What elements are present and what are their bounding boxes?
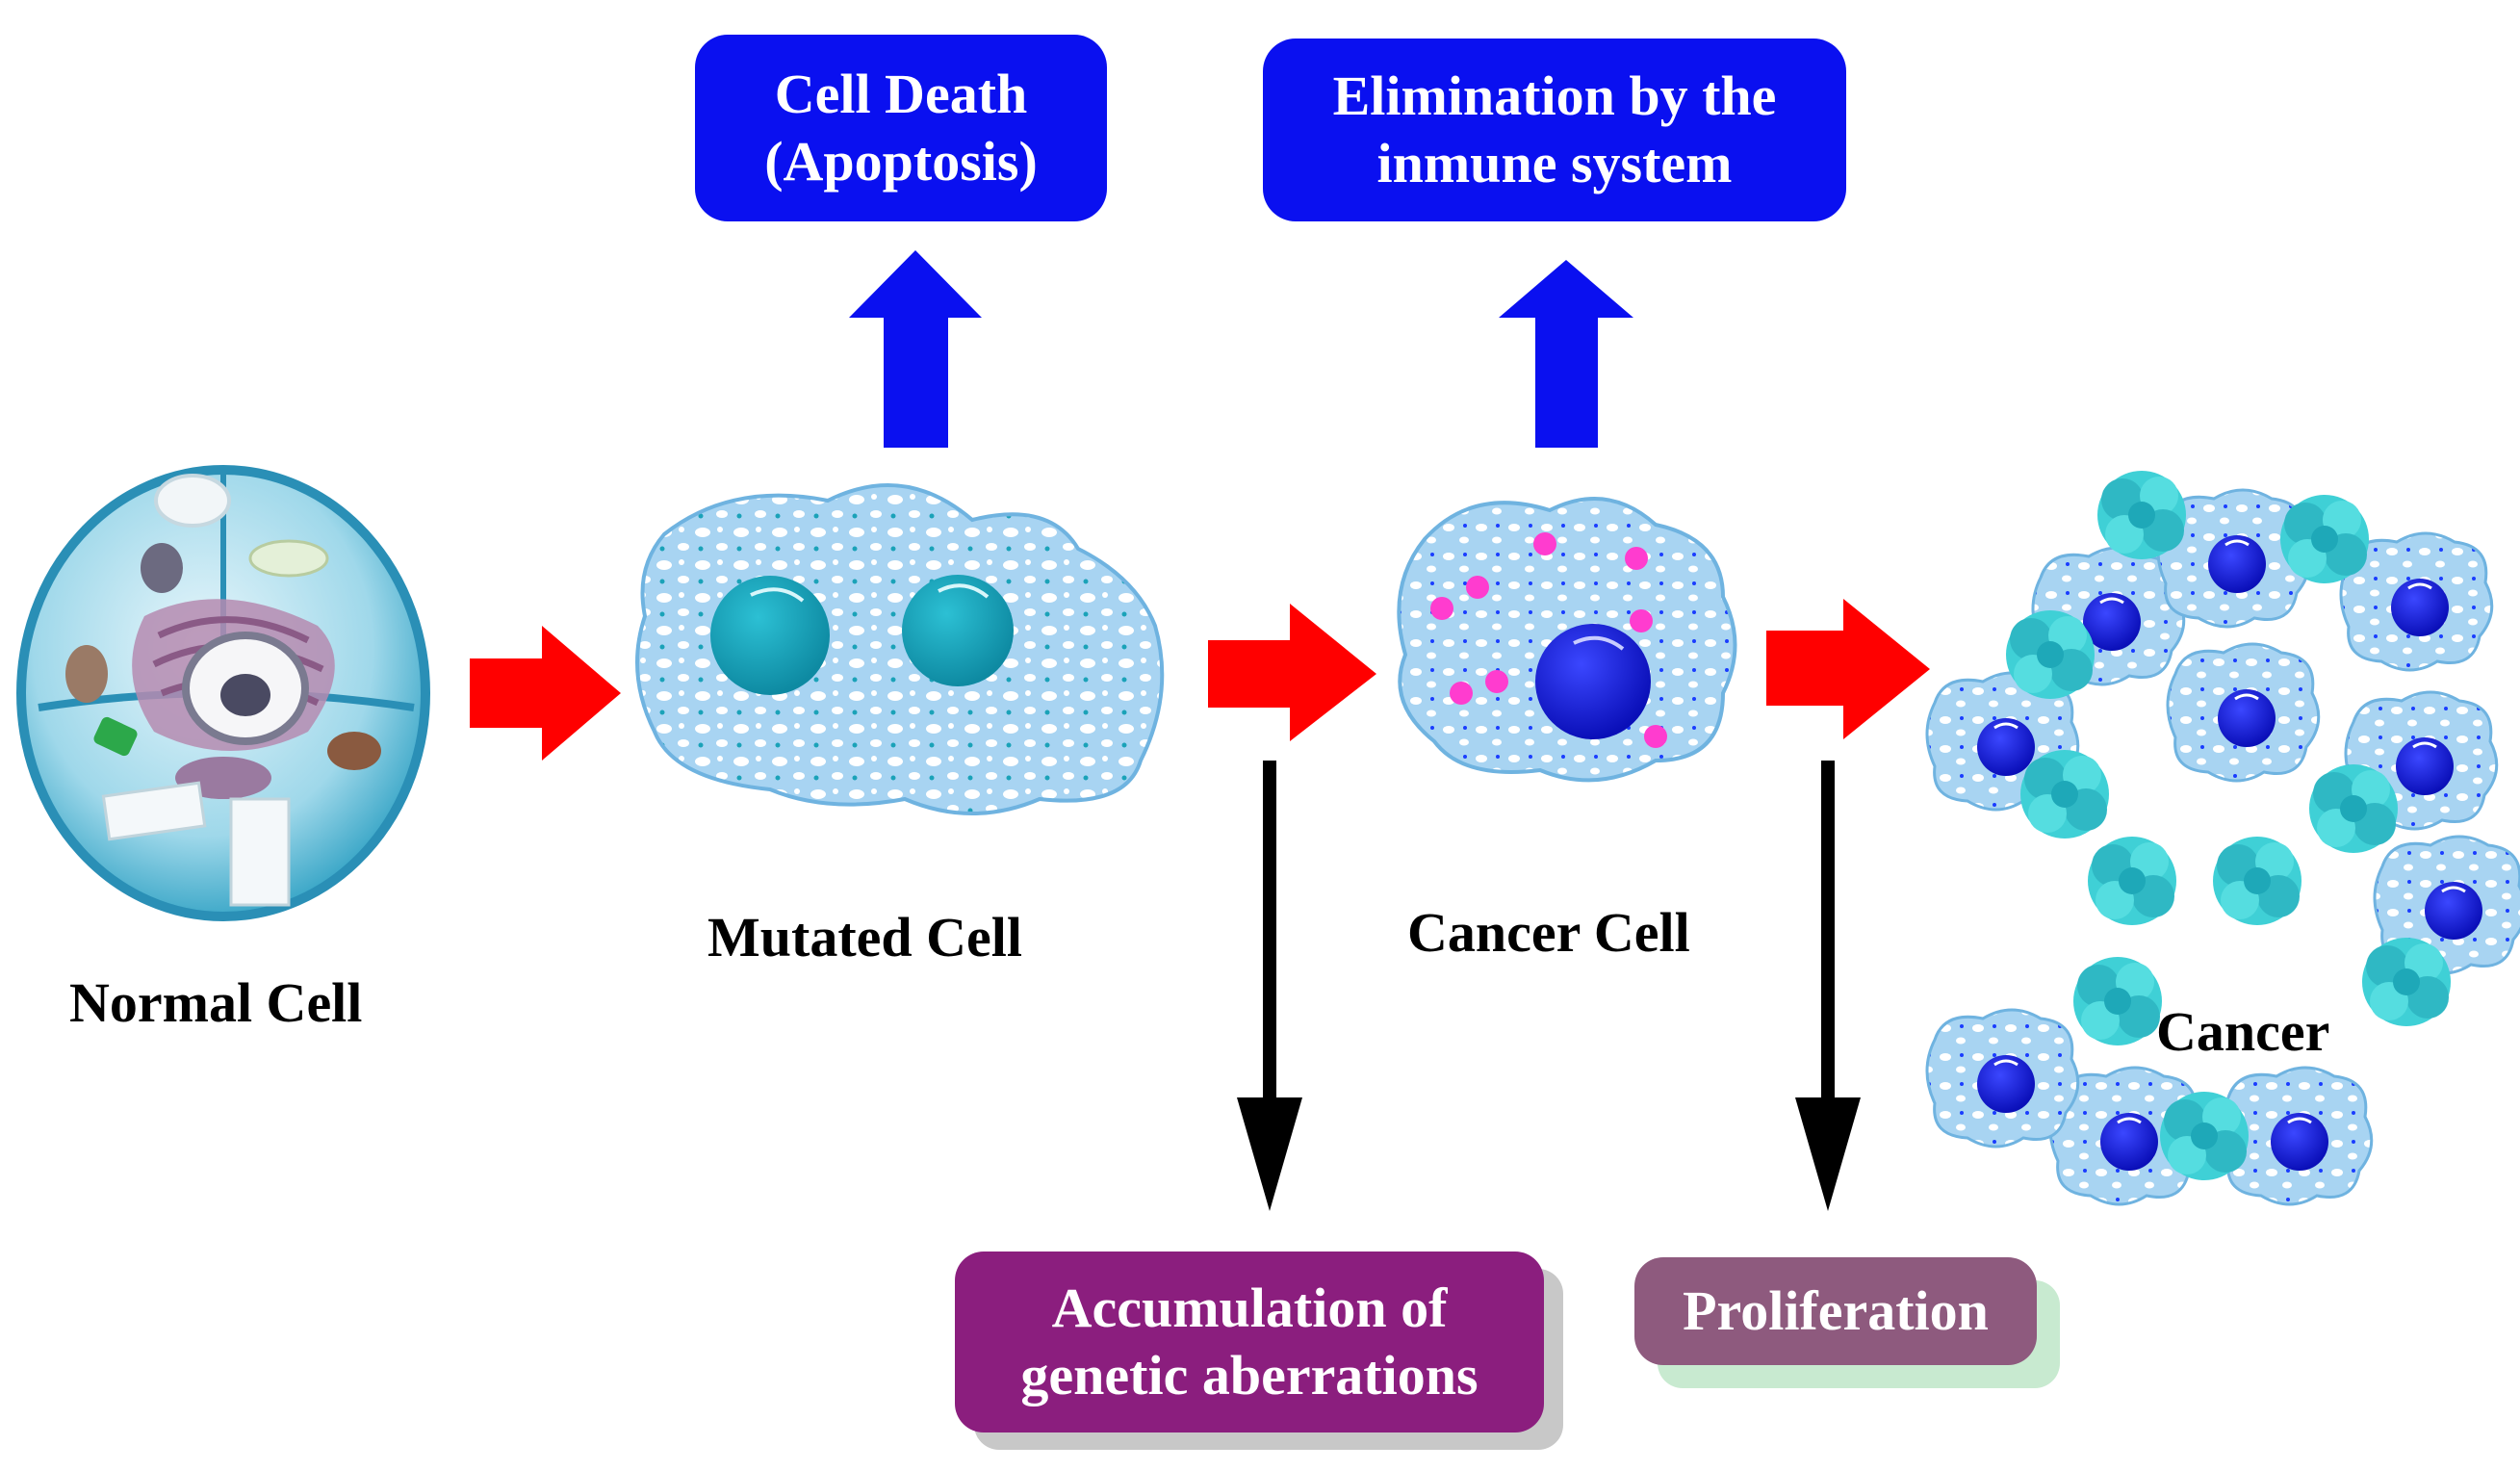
immune-elimination-box: Elimination by the inmune system	[1263, 39, 1846, 221]
label-normal-cell: Normal Cell	[69, 971, 363, 1034]
up-arrow-apoptosis	[849, 250, 982, 448]
accumulation-box: Accumulation of genetic aberrations	[955, 1252, 1544, 1432]
flow-arrow-3	[1766, 599, 1930, 739]
apoptosis-box: Cell Death (Apoptosis)	[695, 35, 1107, 221]
up-arrow-immune	[1499, 260, 1633, 448]
label-cancer-cell: Cancer Cell	[1407, 901, 1690, 964]
label-mutated-cell: Mutated Cell	[707, 906, 1022, 968]
proliferation-box: Proliferation	[1634, 1257, 2037, 1365]
down-arrow-proliferation	[1795, 761, 1861, 1211]
flow-arrow-2	[1208, 604, 1376, 741]
cancer-tumor-illustration	[1925, 471, 2520, 1206]
flow-arrow-1	[470, 626, 621, 761]
normal-cell-illustration	[16, 465, 430, 921]
mutated-cell-illustration	[635, 483, 1165, 815]
down-arrow-accumulation	[1237, 761, 1302, 1211]
label-cancer: Cancer	[2156, 1000, 2330, 1063]
cancer-cell-illustration	[1397, 497, 1737, 783]
